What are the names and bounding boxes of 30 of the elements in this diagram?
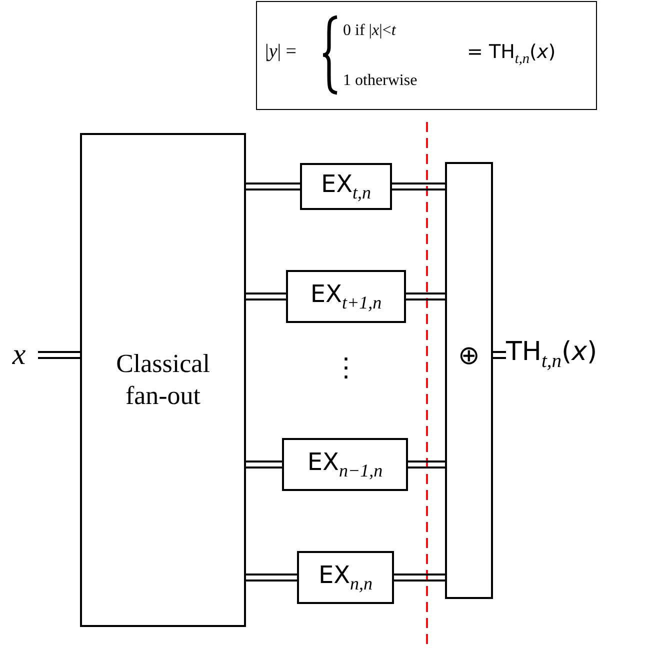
process-box (286, 270, 406, 323)
box-label: ⊕ (458, 340, 480, 371)
formula-text: 0 if |x|<t (343, 22, 396, 40)
formula-text: |y| = (265, 40, 297, 63)
process-box (80, 133, 246, 627)
double-wire (405, 292, 446, 300)
vertical-ellipsis: ⋮ (333, 355, 359, 381)
box-label: EX$_{t,n}$ (320, 170, 372, 204)
output-text: TH$_{t,n}$(x) (506, 337, 598, 373)
double-wire (245, 182, 301, 190)
double-wire (245, 574, 298, 582)
formula-text: = TH$_{t,n}$(x) (467, 40, 556, 68)
formula-text: 1 otherwise (343, 72, 418, 90)
box-label: EX$_{n,n}$ (318, 560, 373, 594)
double-wire (245, 292, 287, 300)
double-wire (391, 182, 446, 190)
box-label: EX$_{t+1,n}$ (310, 280, 382, 314)
formula-box (256, 1, 597, 110)
double-wire (37, 351, 81, 359)
double-wire (393, 574, 446, 582)
double-wire (245, 460, 283, 468)
xor-box (445, 162, 493, 599)
box-label: Classical fan-out (115, 348, 211, 412)
process-box (300, 163, 392, 210)
double-wire (492, 351, 507, 359)
variable-label: x (12, 338, 26, 372)
process-box (282, 438, 408, 491)
box-label: EX$_{n−1,n}$ (307, 448, 383, 482)
double-wire (407, 460, 446, 468)
process-box (297, 551, 394, 604)
